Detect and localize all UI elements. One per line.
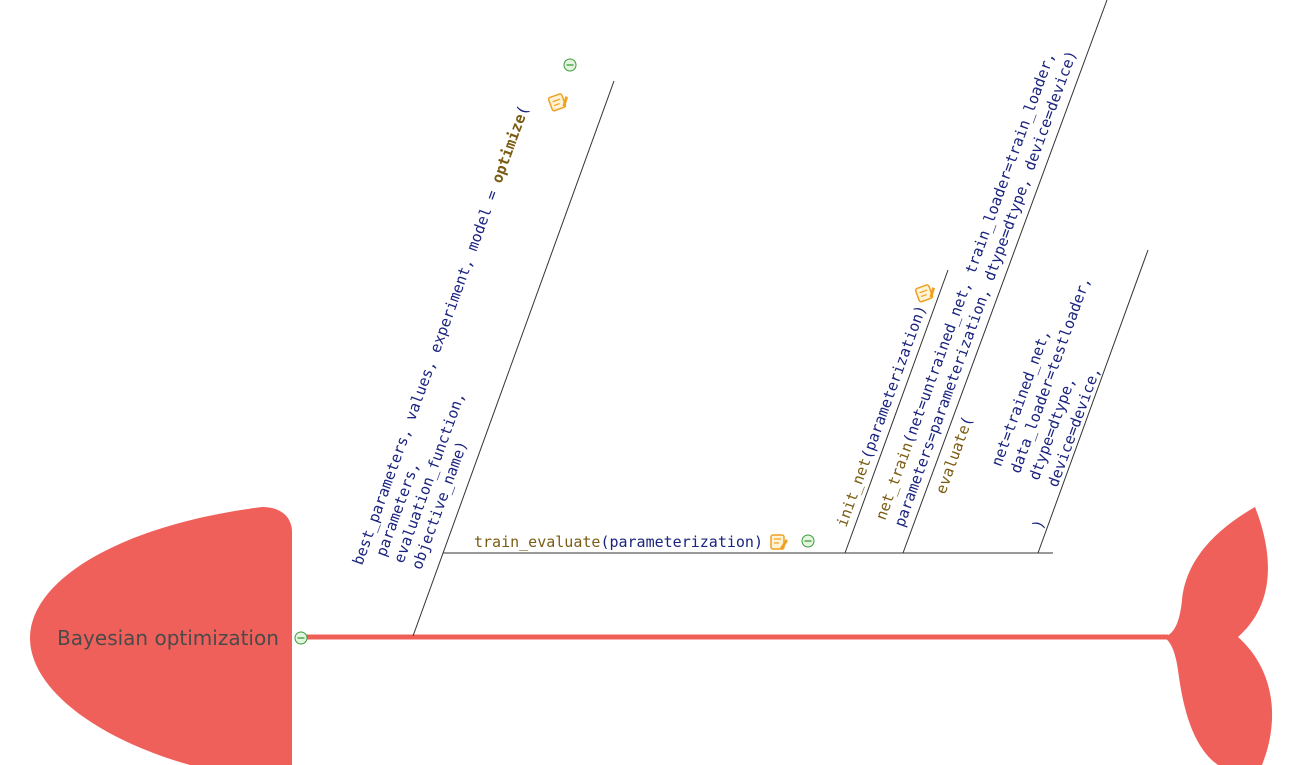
fish-tail [1163,507,1273,765]
train-evaluate-param: parameterization [609,533,754,551]
train-evaluate-close: ) [754,533,763,551]
train-evaluate-open: ( [600,533,609,551]
train-evaluate-note-icon[interactable] [770,534,788,550]
head-label[interactable]: Bayesian optimization [57,626,279,650]
train-evaluate-label[interactable]: train_evaluate(parameterization) [474,533,763,551]
evaluate-close: ) [1029,517,1049,532]
optimize-label[interactable]: best_parameters, values, experiment, mod… [349,103,586,587]
init-net-func: init_net [833,455,875,529]
init-net-note-icon[interactable] [914,283,938,303]
optimize-collapse-button[interactable] [563,58,577,72]
init-net-bone [844,269,949,554]
net-train-bone [902,0,1108,554]
optimize-note-icon[interactable] [547,92,571,112]
fish-head[interactable] [30,507,292,765]
train-evaluate-collapse-button[interactable] [801,534,815,548]
train-evaluate-func: train_evaluate [474,533,600,551]
optimize-func-text: optimize [488,111,530,185]
evaluate-bone [1037,249,1149,554]
net-train-args-line1: (net=untrained_net, train_loader=train_l… [900,49,1059,446]
head-collapse-button[interactable] [294,631,308,645]
optimize-bone [412,80,615,637]
